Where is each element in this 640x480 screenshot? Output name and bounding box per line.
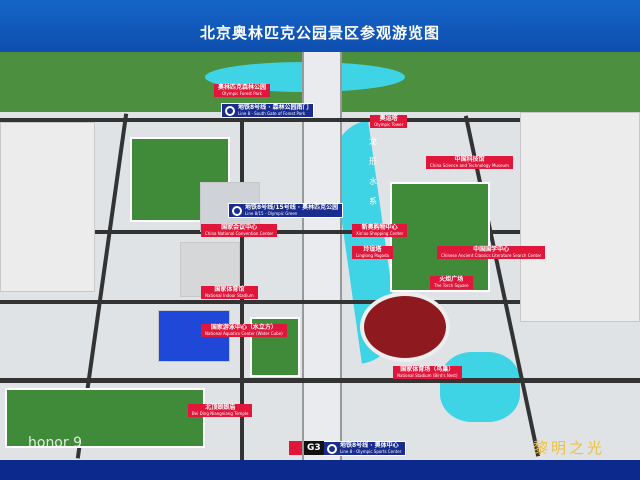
metro-en: Line 8 - South Gate of Forest Park <box>238 110 306 116</box>
metro-cn: 地铁8号线 · 森林公园南门 <box>238 104 309 111</box>
label-cn: 北顶娘娘庙 <box>205 404 236 411</box>
label-water-cube[interactable]: 国家游泳中心（水立方）National Aquatics Center (Wat… <box>201 324 287 337</box>
road <box>0 378 640 383</box>
city-blocks-east <box>520 112 640 322</box>
label-cn: 奥运塔 <box>379 115 398 122</box>
label-cn: 奥林匹克森林公园 <box>218 84 267 91</box>
bottom-band <box>0 460 640 480</box>
expressway-logo-icon <box>289 441 302 455</box>
birds-nest-building <box>360 292 450 362</box>
road <box>0 300 640 304</box>
camera-watermark: honor 9 <box>28 435 82 451</box>
label-en: Olympic Tower <box>374 121 404 127</box>
label-cn: 国家游泳中心（水立方） <box>210 324 277 331</box>
water-cube-building <box>158 310 230 362</box>
label-cn: 国家会议中心 <box>221 224 258 231</box>
metro-en: Line 8/15 - Olympic Green <box>245 210 298 216</box>
label-en: China National Convention Center <box>205 230 274 236</box>
water-system-label: 龙形水系 <box>369 137 377 206</box>
metro-icon <box>327 444 337 454</box>
green-block <box>390 182 490 292</box>
label-cn: 国家体育馆 <box>214 286 245 293</box>
label-cn: 中国国学中心 <box>473 246 510 253</box>
metro-cn: 地铁8号线 · 奥体中心 <box>340 442 399 449</box>
label-cn: 国家体育场（鸟巢） <box>400 366 455 373</box>
author-watermark: 黎明之光 <box>533 439 606 457</box>
label-cn: 新奥购物中心 <box>361 224 398 231</box>
road <box>0 118 640 122</box>
label-en: National Indoor Stadium <box>205 292 254 298</box>
label-birds-nest[interactable]: 国家体育场（鸟巢）National Stadium (Bird's Nest) <box>393 366 462 379</box>
green-block <box>5 388 205 448</box>
label-en: The Torch Square <box>434 282 469 288</box>
label-en: Olympic Forest Park <box>222 90 262 96</box>
label-en: Bei Ding Niangniang Temple <box>192 410 249 416</box>
metro-cn: 地铁8号线/15号线 · 奥林匹克公园 <box>245 204 339 211</box>
city-blocks-west <box>0 122 95 292</box>
metro-icon <box>225 106 235 116</box>
south-lake <box>440 352 520 422</box>
label-en: China Science and Technology Museum <box>430 162 509 168</box>
label-cn: 中国科技馆 <box>454 156 485 163</box>
metro-icon <box>232 206 242 216</box>
label-en: National Aquatics Center (Water Cube) <box>205 330 283 336</box>
label-cn: 火炬广场 <box>439 276 464 283</box>
label-en: Xin'ao Shopping Center <box>356 230 404 236</box>
label-cn: 玲珑塔 <box>363 246 382 253</box>
label-en: National Stadium (Bird's Nest) <box>397 372 458 378</box>
road <box>0 230 640 234</box>
label-en: Chinese Ancient Classics Literature Sear… <box>441 252 542 258</box>
map-title: 北京奥林匹克公园景区参观游览图 <box>199 24 440 42</box>
label-en: Linglong Pagoda <box>356 252 389 258</box>
highway-sign: G3 <box>304 441 324 455</box>
metro-en: Line 8 - Olympic Sports Center <box>340 448 402 454</box>
